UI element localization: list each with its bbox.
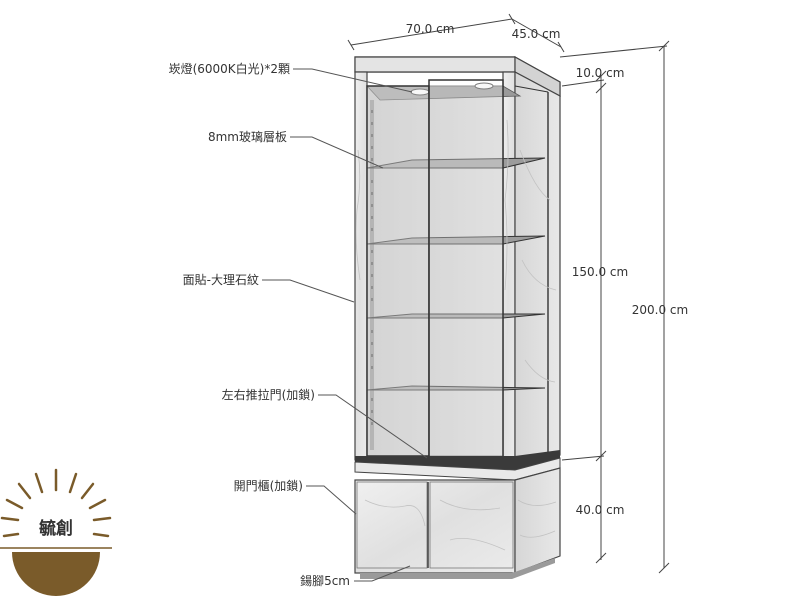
dim-top: 10.0 cm: [576, 66, 625, 80]
cabinet-door-left: [356, 481, 428, 569]
label-foot: 鍚腳5cm: [300, 573, 350, 588]
left-pillar: [354, 71, 368, 461]
glass-shelf-3: [366, 313, 546, 319]
lower-cabinet-front: [354, 479, 516, 574]
glass-shelf-1: [366, 157, 546, 169]
sun-rays-icon: [0, 468, 112, 538]
dim-width: 70.0 cm: [406, 22, 455, 36]
dim-lower: 40.0 cm: [576, 503, 625, 517]
brand-logo: 毓創: [0, 468, 112, 596]
interior-back: [366, 85, 504, 457]
glass-shelf-4: [366, 385, 546, 391]
glass-shelf-2: [366, 235, 546, 245]
dimension-lines: [347, 13, 670, 574]
logo-sun-icon: [12, 552, 100, 596]
marble-veins: [355, 119, 557, 551]
cabinet-top-face: [354, 56, 516, 73]
plinth: [360, 558, 555, 579]
label-surface: 面貼-大理石紋: [183, 272, 259, 287]
interior-ceiling: [366, 85, 522, 101]
sliding-door-right: [428, 79, 504, 459]
dimension-labels: 70.0 cm 45.0 cm 10.0 cm 150.0 cm 200.0 c…: [406, 22, 689, 517]
label-lamp: 崁燈(6000K白光)*2顆: [169, 61, 290, 76]
label-cabinet-door: 開門櫃(加鎖): [234, 478, 303, 493]
right-pillar: [502, 71, 516, 461]
downlight-right: [474, 82, 494, 90]
right-side-panel: [514, 71, 561, 469]
logo-text: 毓創: [39, 518, 73, 539]
rack-holes: [371, 110, 373, 425]
dim-total: 200.0 cm: [632, 303, 688, 317]
glass-shelves: [366, 157, 546, 391]
label-sliding-door: 左右推拉門(加鎖): [222, 387, 315, 402]
label-glass-shelf: 8mm玻璃層板: [208, 130, 287, 144]
leader-lines: [262, 68, 428, 582]
callout-labels: 崁燈(6000K白光)*2顆 8mm玻璃層板 面貼-大理石紋 左右推拉門(加鎖)…: [169, 61, 350, 588]
dim-upper: 150.0 cm: [572, 265, 628, 279]
sliding-door-left: [366, 85, 430, 457]
lower-cabinet-side: [514, 467, 561, 574]
dim-depth: 45.0 cm: [512, 27, 561, 41]
cabinet: [354, 55, 561, 579]
cabinet-door-right: [429, 481, 514, 569]
